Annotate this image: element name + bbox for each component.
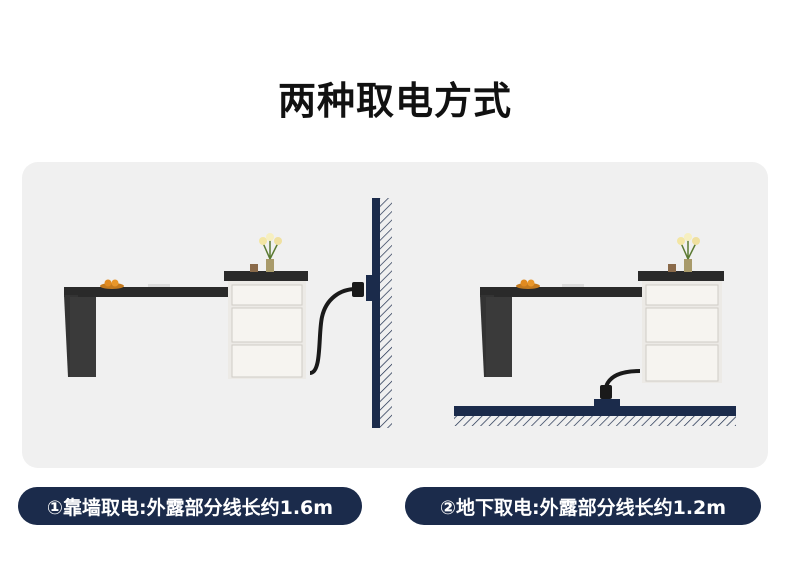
cabinet-top <box>224 271 308 281</box>
desk-leg-front <box>486 297 512 377</box>
wall-power-scene <box>60 195 400 435</box>
book <box>148 284 170 287</box>
desk-top <box>480 287 642 297</box>
floor-power-scene <box>448 195 748 435</box>
floor-power-illustration <box>454 233 736 426</box>
jar <box>250 264 258 272</box>
cabinet-drawer <box>231 284 303 306</box>
wall <box>372 198 380 428</box>
fruit <box>104 279 112 287</box>
fruit <box>520 279 528 287</box>
vase <box>684 259 692 272</box>
page-title: 两种取电方式 <box>277 79 512 123</box>
plug <box>352 282 364 297</box>
caption-floor-power: ②地下取电:外露部分线长约1.2m <box>405 487 761 525</box>
cabinet-drawer <box>231 344 303 378</box>
flowers <box>680 239 697 260</box>
jar <box>668 264 676 272</box>
desk-top <box>64 287 232 297</box>
caption-wall-power: ①靠墙取电:外露部分线长约1.6m <box>18 487 362 525</box>
floor <box>454 406 736 416</box>
cabinet-top <box>638 271 724 281</box>
power-cable <box>309 287 357 375</box>
cabinet-drawer <box>645 284 719 306</box>
floor-socket <box>594 399 620 406</box>
wall-hatch <box>380 198 392 428</box>
cabinet-drawer <box>231 307 303 343</box>
cabinet-drawer <box>645 344 719 382</box>
power-cable <box>604 369 641 388</box>
desk-leg-front <box>70 297 96 377</box>
wall-socket <box>366 275 374 301</box>
wall-power-illustration <box>64 198 392 428</box>
book <box>562 284 584 287</box>
plug <box>600 385 612 399</box>
floor-hatch <box>454 416 736 426</box>
cabinet-drawer <box>645 307 719 343</box>
flowers <box>262 239 279 260</box>
vase <box>266 259 274 272</box>
